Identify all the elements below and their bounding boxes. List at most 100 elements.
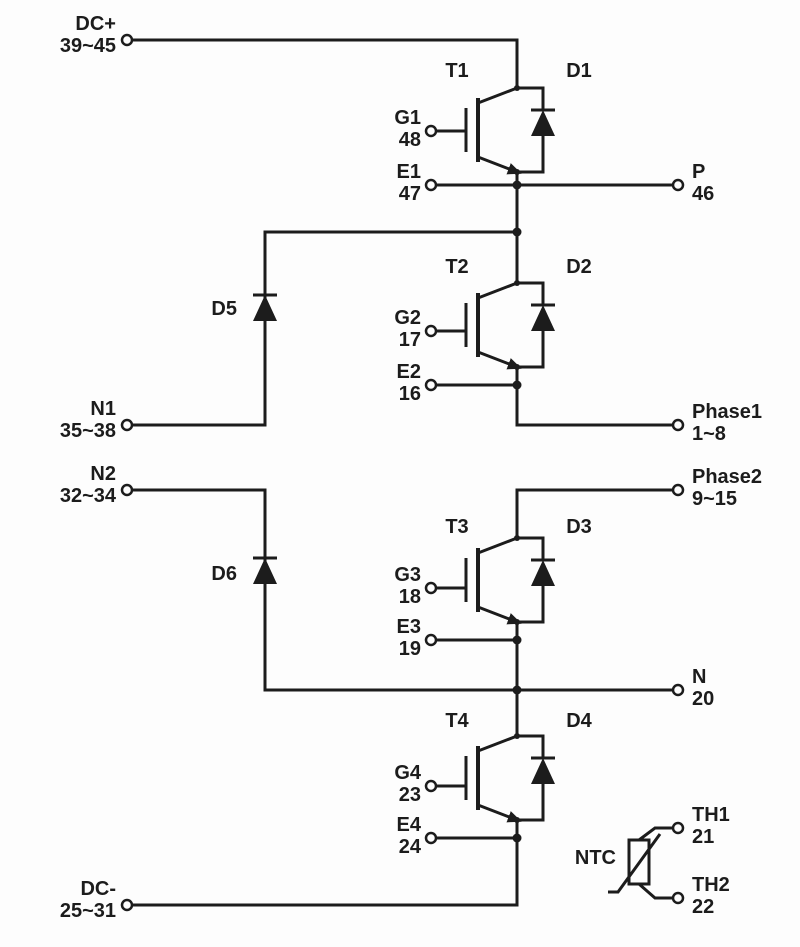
label-t4: T4 [445,710,469,732]
terminal-n2-circle [120,483,134,497]
label-d4: D4 [566,710,592,732]
terminal-th1-circle [671,821,685,835]
junction-dots [512,85,522,843]
junction-t4-top [514,733,520,739]
label-t1: T1 [445,60,468,82]
junction-e1-p [512,180,522,190]
terminal-e4-circle [424,831,438,845]
label-e2: E2 [397,361,421,383]
wire-phase2-bus [515,488,672,538]
terminal-th2-circle [671,891,685,905]
diode-d4-symbol [517,734,555,822]
t1-emitter-lead [477,155,522,175]
terminal-g4-circle [424,779,438,793]
d4-top-lead [517,734,545,758]
ntc-th1-lead [638,826,672,842]
junction-midpoint [512,227,522,237]
diode-d6-symbol [253,556,277,584]
t3-emitter-lead [477,605,522,625]
label-n2-pins: 32~34 [60,485,117,507]
label-d5: D5 [211,298,237,320]
label-p: P [692,161,705,183]
igbt-t3-symbol [464,536,522,625]
label-e4-pins: 24 [399,836,422,858]
label-g2: G2 [394,307,421,329]
label-t2: T2 [445,256,468,278]
label-g3-pins: 18 [399,586,421,608]
ntc-diagonal [608,833,662,894]
label-dcplus-pins: 39~45 [60,35,116,57]
junction-t2-top [514,280,520,286]
d1-triangle [531,110,555,136]
junction-t3-top [514,535,520,541]
junction-t1-top [514,85,520,91]
t1-collector-lead [477,86,518,105]
t3-collector-lead [477,536,518,555]
junction-t1-bottom [514,169,520,175]
terminal-dcplus-circle [120,33,134,47]
label-e4: E4 [397,814,422,836]
wire-n2-d6-n-rail [133,488,672,692]
ntc-thermistor-symbol [608,826,672,900]
label-d3: D3 [566,516,592,538]
t2-emitter-lead [477,350,522,370]
label-th2: TH2 [692,874,730,896]
junction-n [512,685,522,695]
terminal-phase2-circle [671,483,685,497]
label-g1: G1 [394,107,421,129]
d1-top-lead [517,86,545,110]
label-n-pins: 20 [692,688,714,710]
t4-emitter-lead [477,803,522,823]
d4-triangle [531,758,555,784]
wire-dcplus-rail [132,38,519,88]
wire-midpoint-d5-n1 [133,230,517,427]
ntc-th2-lead [638,882,672,900]
terminal-e3-circle [424,633,438,647]
label-g3: G3 [394,564,421,586]
t2-collector-lead [477,281,518,300]
junction-t2-bottom [514,364,520,370]
d3-triangle [531,560,555,586]
label-d2: D2 [566,256,592,278]
d3-bottom-lead [517,586,545,624]
d1-bottom-lead [517,136,545,174]
label-e2-pins: 16 [399,383,421,405]
label-dcminus: DC- [80,878,116,900]
terminal-dcminus-circle [120,898,134,912]
label-n1: N1 [90,398,116,420]
diode-d3-symbol [517,536,555,624]
label-p-pins: 46 [692,183,714,205]
label-d1: D1 [566,60,592,82]
label-g4: G4 [394,762,422,784]
junction-e2 [512,380,522,390]
terminal-g1-circle [424,124,438,138]
label-g2-pins: 17 [399,329,421,351]
labels: DC+ 39~45 N1 35~38 N2 32~34 DC- 25~31 G1… [60,13,762,922]
label-t3: T3 [445,516,468,538]
t4-collector-lead [477,734,518,753]
label-dcminus-pins: 25~31 [60,900,116,922]
label-e3: E3 [397,616,421,638]
label-n1-pins: 35~38 [60,420,116,442]
wire-network [132,38,672,907]
label-th1: TH1 [692,804,730,826]
terminal-phase1-circle [671,418,685,432]
d4-bottom-lead [517,784,545,822]
terminal-g3-circle [424,581,438,595]
label-g1-pins: 48 [399,129,421,151]
d6-triangle [253,558,277,584]
d2-bottom-lead [517,331,545,369]
terminal-n1-circle [120,418,134,432]
ntc-body [627,838,651,886]
junction-t3-bottom [514,619,520,625]
d2-top-lead [517,281,545,305]
label-dcplus: DC+ [75,13,116,35]
label-ntc: NTC [575,847,616,869]
igbt-t4-symbol [464,734,522,823]
d2-triangle [531,305,555,331]
label-th2-pins: 22 [692,896,714,918]
label-e1-pins: 47 [399,183,421,205]
terminal-e2-circle [424,378,438,392]
label-phase1: Phase1 [692,401,762,423]
